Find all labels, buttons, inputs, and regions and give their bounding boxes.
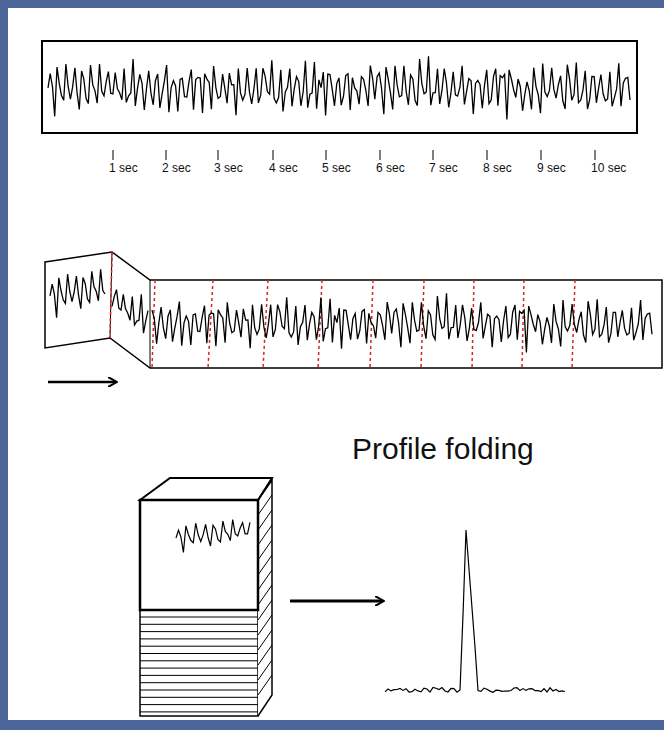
tick-mark [273,150,274,160]
time-label: 10 sec [591,161,626,175]
sheet-edge [258,675,272,695]
sheet-edge [140,653,258,654]
folded-strip [45,252,662,368]
time-label: 5 sec [322,161,351,175]
tick-mark [433,150,434,160]
tick-mark [595,150,596,160]
sheet-edge [140,697,258,698]
sheet-edge [258,495,272,515]
sheet-edge [140,668,258,669]
tick-mark [541,150,542,160]
raw-signal [50,269,652,352]
period-cut [522,280,524,368]
fold-edge [150,280,151,368]
tick-mark [113,150,114,160]
period-cut [110,252,112,338]
tick-mark [487,150,488,160]
sheet-edge [140,660,258,661]
raw-signal [48,56,630,119]
direction-arrow [48,381,116,384]
time-label: 8 sec [483,161,512,175]
result-arrow [290,600,383,603]
sheet-edge [140,646,258,647]
sheet-edge [258,480,272,500]
sheet-edge [258,570,272,590]
sheet-edge [140,690,258,691]
time-label: 9 sec [537,161,566,175]
sheet-edge [140,631,258,632]
period-signal [176,520,250,553]
sheet-edge [258,630,272,650]
diagram-caption: Profile folding [352,432,534,466]
time-label: 6 sec [376,161,405,175]
sheet-edge [258,600,272,620]
sheet-edge [258,510,272,530]
stacked-periods [140,478,272,716]
sheet-edge [140,675,258,676]
sheet-edge [140,711,258,712]
sheet-edge [140,704,258,705]
tick-mark [166,150,167,160]
sheet-edge [140,682,258,683]
sheet-edge [258,555,272,575]
tick-mark [380,150,381,160]
fold-edge [110,252,112,338]
sheet-edge [140,638,258,639]
time-label: 1 sec [109,161,138,175]
sheet-edge [258,660,272,680]
sheet-edge [258,540,272,560]
sheet-edge [258,615,272,635]
time-ticks [113,150,595,160]
sheet-edge [140,617,258,618]
sheet-edge [258,525,272,545]
tick-mark [326,150,327,160]
timeseries-box [42,41,637,133]
sheet-edge [140,624,258,625]
time-label: 7 sec [429,161,458,175]
sheet-edge [258,645,272,665]
time-label: 3 sec [214,161,243,175]
tick-mark [218,150,219,160]
pulse-profile [385,530,565,692]
time-label: 4 sec [269,161,298,175]
sheet-edge [258,585,272,605]
time-label: 2 sec [162,161,191,175]
